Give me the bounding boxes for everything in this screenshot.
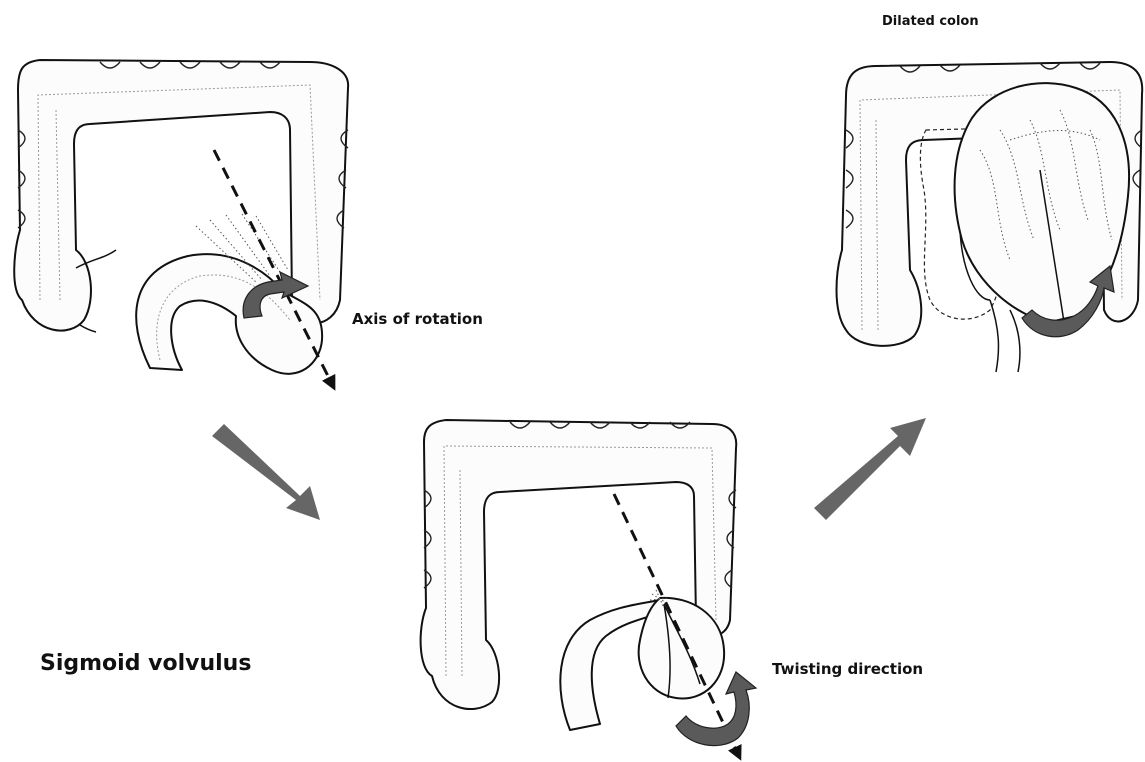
colon-stage-dilated: [837, 62, 1143, 372]
flow-arrow-up-right-icon: [814, 418, 926, 520]
axis-of-rotation-label: Axis of rotation: [352, 310, 483, 328]
twisting-direction-label: Twisting direction: [772, 660, 923, 678]
cecum-tip: [80, 325, 96, 332]
flow-arrow-down-right-icon: [212, 424, 320, 520]
colon-stage-normal: [14, 60, 348, 384]
dilated-colon-label: Dilated colon: [882, 14, 979, 29]
colon-stage-twisted: [421, 420, 756, 754]
diagram-title: Sigmoid volvulus: [40, 651, 251, 676]
